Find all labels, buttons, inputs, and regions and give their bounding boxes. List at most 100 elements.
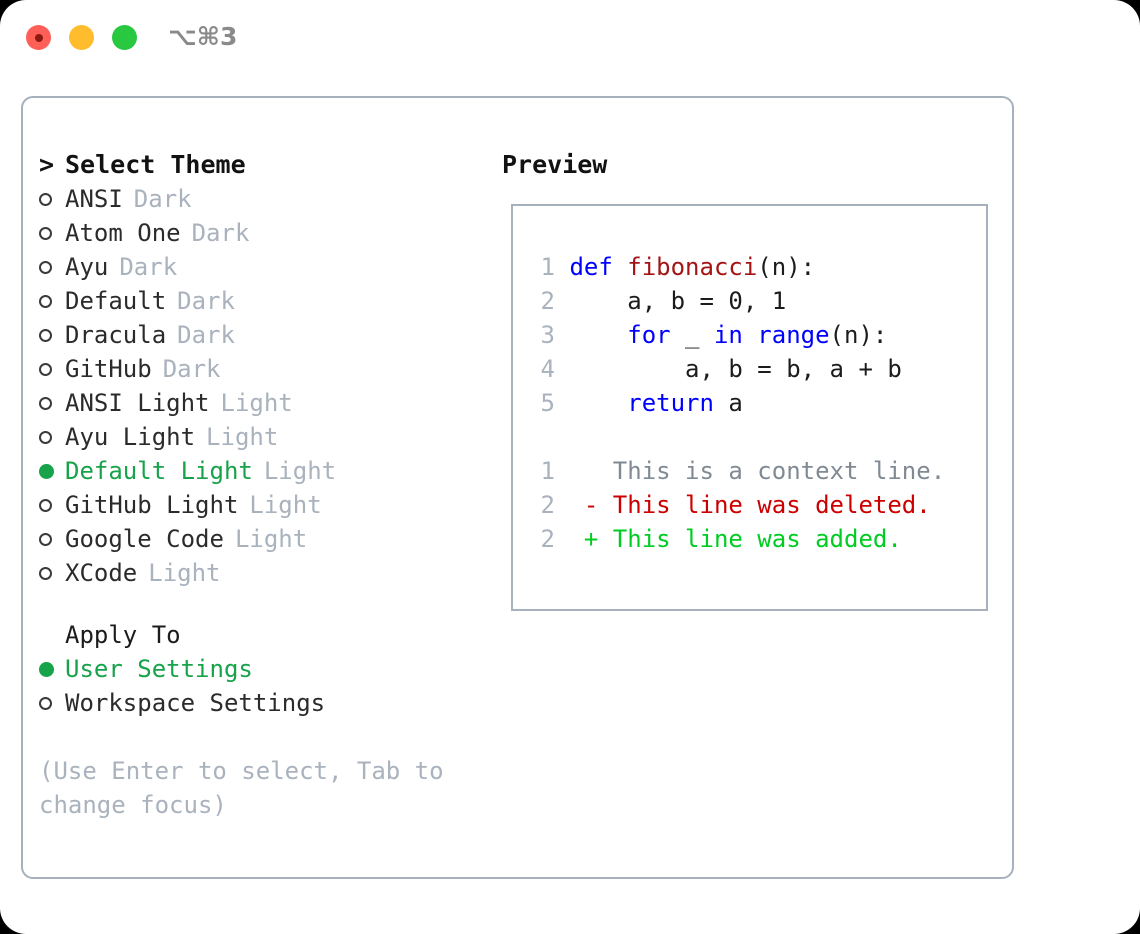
theme-list-item[interactable]: Default Light Light bbox=[39, 454, 491, 488]
radio-unselected-icon[interactable] bbox=[39, 352, 65, 386]
code-token: a, b = 0, 1 bbox=[569, 287, 787, 315]
select-theme-header: > Select Theme bbox=[39, 148, 491, 182]
radio-unselected-icon[interactable] bbox=[39, 318, 65, 352]
prompt-caret-icon: > bbox=[39, 150, 55, 179]
keyboard-hint-line-2: change focus) bbox=[39, 791, 227, 819]
window-title-shortcut: ⌥⌘3 bbox=[168, 22, 238, 51]
code-token: def bbox=[569, 253, 628, 281]
apply-to-item[interactable]: User Settings bbox=[39, 652, 491, 686]
theme-kind-badge: Light bbox=[148, 559, 221, 587]
theme-kind-badge: Dark bbox=[191, 219, 250, 247]
code-line-number: 4 bbox=[540, 355, 555, 383]
zoom-button[interactable] bbox=[112, 25, 137, 50]
radio-unselected-icon[interactable] bbox=[39, 686, 65, 720]
theme-name: ANSI bbox=[65, 185, 123, 213]
radio-selected-icon[interactable] bbox=[39, 454, 65, 488]
theme-name: XCode bbox=[65, 559, 138, 587]
code-token: a, b = b, a + b bbox=[569, 355, 902, 383]
radio-unselected-icon[interactable] bbox=[39, 420, 65, 454]
radio-glyph bbox=[39, 226, 52, 240]
code-line: 3 for _ in range(n): bbox=[527, 318, 945, 352]
radio-unselected-icon[interactable] bbox=[39, 250, 65, 284]
code-line: 5 return a bbox=[527, 386, 945, 420]
theme-name: Default Light bbox=[65, 457, 253, 485]
radio-glyph bbox=[39, 328, 52, 342]
diff-line: 1 This is a context line. bbox=[527, 454, 946, 488]
theme-kind-badge: Dark bbox=[177, 321, 235, 349]
minimize-button[interactable] bbox=[69, 25, 94, 50]
radio-glyph bbox=[39, 532, 52, 546]
code-line-number: 2 bbox=[540, 287, 555, 315]
diff-line-number: 2 bbox=[540, 491, 555, 519]
radio-glyph bbox=[39, 661, 54, 677]
theme-list-item[interactable]: ANSI Dark bbox=[39, 182, 491, 216]
close-button[interactable] bbox=[26, 25, 51, 50]
apply-to-label: Apply To bbox=[65, 621, 181, 649]
theme-list-item[interactable]: Atom One Dark bbox=[39, 216, 491, 250]
window-controls bbox=[26, 25, 137, 50]
code-line: 2 a, b = 0, 1 bbox=[527, 284, 945, 318]
theme-kind-badge: Light bbox=[234, 525, 308, 553]
diff-line: 2 - This line was deleted. bbox=[527, 488, 945, 522]
theme-list-item[interactable]: XCode Light bbox=[39, 556, 491, 590]
radio-selected-icon[interactable] bbox=[39, 652, 65, 686]
diff-line-text: - This line was deleted. bbox=[583, 491, 931, 519]
code-token: (n): bbox=[829, 321, 888, 349]
radio-unselected-icon[interactable] bbox=[39, 488, 65, 522]
radio-glyph bbox=[39, 566, 52, 580]
theme-kind-badge: Light bbox=[263, 457, 337, 485]
theme-name: Atom One bbox=[65, 219, 181, 247]
radio-glyph bbox=[39, 463, 54, 479]
theme-kind-badge: Dark bbox=[162, 355, 221, 383]
diff-line-text: + This line was added. bbox=[583, 525, 902, 553]
diff-line-number: 1 bbox=[540, 457, 555, 485]
theme-name: Dracula bbox=[65, 321, 167, 349]
radio-unselected-icon[interactable] bbox=[39, 216, 65, 250]
code-token bbox=[569, 389, 627, 417]
code-line: 1 def fibonacci(n): bbox=[527, 250, 945, 284]
hint-spacer bbox=[39, 720, 491, 754]
radio-unselected-icon[interactable] bbox=[39, 284, 65, 318]
apply-to-item[interactable]: Workspace Settings bbox=[39, 686, 491, 720]
theme-kind-badge: Light bbox=[206, 423, 279, 451]
preview-column: Preview bbox=[502, 148, 1002, 182]
code-token: in range bbox=[713, 321, 830, 349]
radio-unselected-icon[interactable] bbox=[39, 386, 65, 420]
theme-name: GitHub Light bbox=[65, 491, 239, 519]
radio-glyph bbox=[39, 498, 52, 512]
theme-list-item[interactable]: GitHub Light Light bbox=[39, 488, 491, 522]
code-token bbox=[569, 321, 627, 349]
theme-kind-badge: Light bbox=[249, 491, 322, 519]
theme-kind-badge: Dark bbox=[177, 287, 235, 315]
radio-unselected-icon[interactable] bbox=[39, 522, 65, 556]
select-theme-label: Select Theme bbox=[65, 150, 246, 179]
theme-kind-badge: Dark bbox=[133, 185, 192, 213]
radio-glyph bbox=[39, 260, 52, 274]
apply-to-header: Apply To bbox=[39, 618, 491, 652]
list-spacer bbox=[39, 590, 491, 618]
diff-line: 2 + This line was added. bbox=[527, 522, 945, 556]
radio-glyph bbox=[39, 430, 52, 444]
code-token: _ bbox=[685, 321, 714, 349]
code-blank-line bbox=[527, 420, 945, 454]
theme-list-item[interactable]: Dracula Dark bbox=[39, 318, 491, 352]
keyboard-hint-line-1: (Use Enter to select, Tab to bbox=[39, 757, 444, 785]
diff-line-number: 2 bbox=[540, 525, 555, 553]
keyboard-hint: (Use Enter to select, Tab to change focu… bbox=[39, 754, 459, 822]
code-token: a bbox=[728, 389, 743, 417]
radio-unselected-icon[interactable] bbox=[39, 556, 65, 590]
code-token: fibonacci bbox=[627, 253, 758, 281]
radio-glyph bbox=[39, 696, 52, 710]
radio-unselected-icon[interactable] bbox=[39, 182, 65, 216]
